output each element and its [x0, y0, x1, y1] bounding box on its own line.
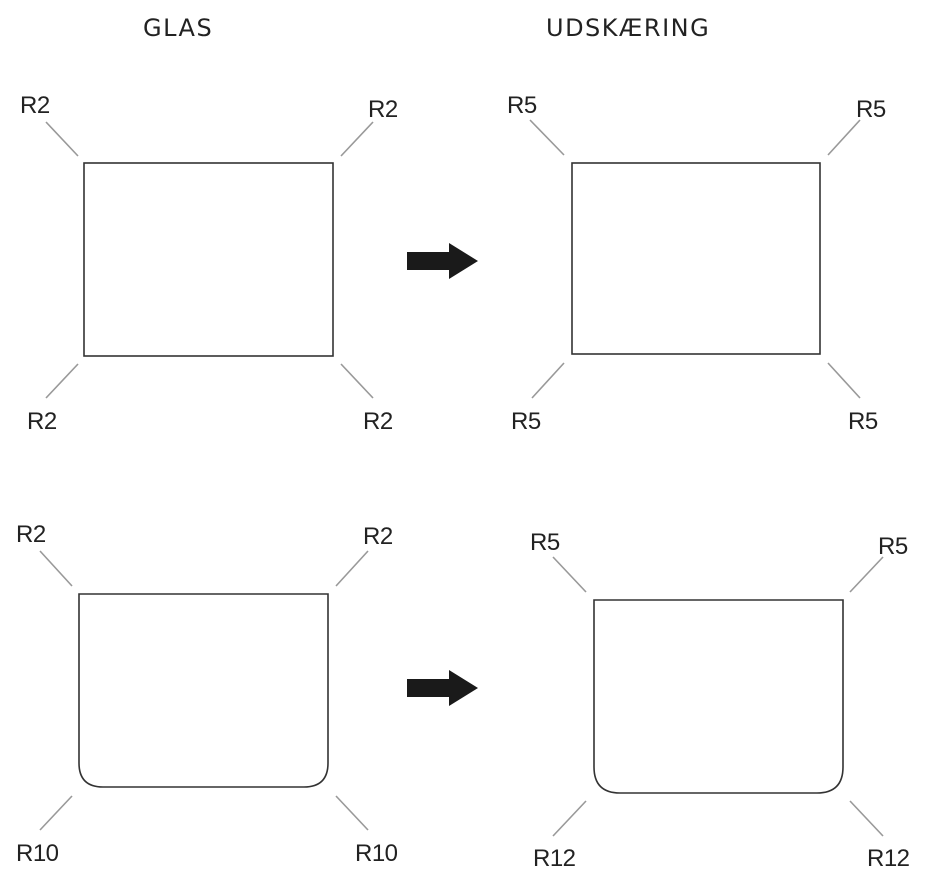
radius-label-glass-top-right: R2: [368, 96, 398, 123]
radius-label-cutout-bottom-left: R5: [511, 408, 541, 435]
leader-line: [531, 362, 565, 399]
leader-line: [45, 363, 79, 399]
cutout-heading: UDSKÆRING: [546, 14, 711, 42]
leader-line: [849, 800, 884, 837]
leader-line: [340, 121, 374, 157]
radius-label-glass-bottom-left: R10: [16, 840, 59, 867]
radius-label-glass-top-right: R2: [363, 523, 393, 550]
arrow-right-icon: [407, 243, 478, 279]
radius-label-glass-bottom-right: R10: [355, 840, 398, 867]
cutout-shape-row2: [593, 599, 844, 794]
radius-label-cutout-bottom-left: R12: [533, 845, 576, 872]
glass-shape-row2: [78, 593, 329, 788]
radius-label-glass-top-left: R2: [16, 521, 46, 548]
radius-label-cutout-top-left: R5: [507, 92, 537, 119]
radius-label-cutout-bottom-right: R12: [867, 845, 910, 872]
radius-label-cutout-top-left: R5: [530, 529, 560, 556]
leader-line: [552, 800, 587, 837]
glass-heading: GLAS: [143, 14, 214, 42]
leader-line: [340, 363, 374, 399]
cutout-shape-row1: [571, 162, 821, 355]
leader-line: [335, 795, 369, 831]
radius-label-glass-bottom-right: R2: [363, 408, 393, 435]
leader-line: [827, 119, 861, 156]
leader-line: [335, 550, 369, 587]
glass-shape-row1: [83, 162, 334, 357]
radius-label-cutout-top-right: R5: [878, 533, 908, 560]
leader-line: [849, 556, 884, 593]
radius-label-glass-top-left: R2: [20, 92, 50, 119]
radius-label-glass-bottom-left: R2: [27, 408, 57, 435]
radius-label-cutout-top-right: R5: [856, 96, 886, 123]
arrow-right-icon: [407, 670, 478, 706]
leader-line: [45, 121, 79, 157]
leader-line: [39, 795, 73, 831]
leader-line: [552, 556, 587, 593]
radius-label-cutout-bottom-right: R5: [848, 408, 878, 435]
leader-line: [529, 119, 565, 156]
leader-line: [827, 362, 861, 399]
leader-line: [39, 550, 73, 587]
